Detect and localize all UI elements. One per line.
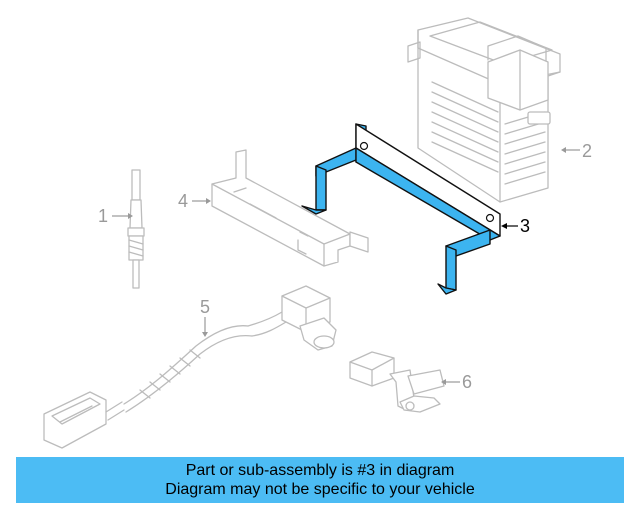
arrowhead-icon — [202, 332, 208, 337]
part-3-mounting-bracket[interactable] — [301, 123, 501, 295]
callout-label-2: 2 — [582, 141, 592, 161]
banner-line-disclaimer: Diagram may not be specific to your vehi… — [165, 481, 475, 498]
part-6-sensor[interactable] — [349, 351, 445, 413]
callout-4: 4 — [178, 191, 211, 211]
arrowhead-icon — [501, 223, 507, 229]
arrowhead-icon — [441, 379, 446, 385]
callout-6: 6 — [441, 372, 472, 392]
callout-label-6: 6 — [462, 372, 472, 392]
callout-label-1: 1 — [98, 206, 108, 226]
callout-label-4: 4 — [178, 191, 188, 211]
arrowhead-icon — [561, 147, 566, 153]
callout-1: 1 — [98, 206, 133, 226]
banner-line-part-number: Part or sub-assembly is #3 in diagram — [185, 462, 455, 479]
arrowhead-icon — [128, 213, 133, 219]
part-5-sensor-harness[interactable] — [43, 285, 337, 449]
callout-3: 3 — [501, 216, 530, 236]
part-4-support-bracket[interactable] — [211, 149, 369, 267]
callout-2: 2 — [561, 141, 592, 161]
arrowhead-icon — [206, 198, 211, 204]
part-1-glow-plug[interactable] — [127, 169, 145, 289]
callout-label-3: 3 — [520, 216, 530, 236]
callout-5: 5 — [200, 297, 210, 337]
callout-label-5: 5 — [200, 297, 210, 317]
info-banner: Part or sub-assembly is #3 in diagram Di… — [16, 457, 624, 503]
part-2-control-module[interactable] — [407, 17, 561, 203]
